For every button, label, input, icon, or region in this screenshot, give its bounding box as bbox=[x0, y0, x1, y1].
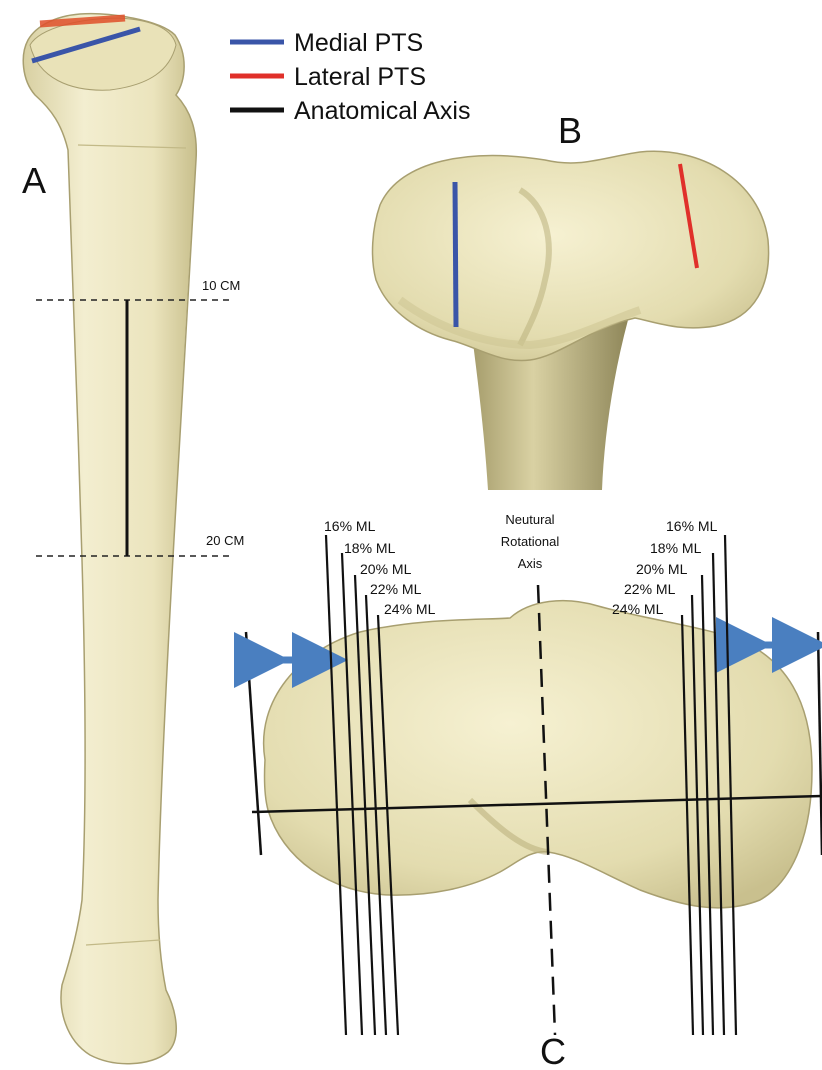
panel-c-section: 16% ML 18% ML 20% ML 22% ML 24% ML 16% M… bbox=[246, 512, 822, 1070]
panel-letter-b: B bbox=[558, 110, 582, 151]
rotational-axis-label-line3: Axis bbox=[518, 556, 543, 571]
marker-10cm-label: 10 CM bbox=[202, 278, 240, 293]
right-border-line bbox=[818, 632, 822, 855]
legend-label-axis: Anatomical Axis bbox=[294, 97, 470, 125]
left-ml-label-20: 20% ML bbox=[360, 561, 412, 577]
left-border-line bbox=[246, 632, 261, 855]
right-ml-label-22: 22% ML bbox=[624, 581, 676, 597]
marker-20cm-label: 20 CM bbox=[206, 533, 244, 548]
panel-a-tibia: 10 CM 20 CM A bbox=[22, 14, 244, 1064]
legend-label-lateral: Lateral PTS bbox=[294, 63, 426, 91]
panel-b-plateau: B bbox=[373, 110, 769, 490]
left-ml-label-16: 16% ML bbox=[324, 518, 376, 534]
tibia-bone-shape bbox=[23, 14, 196, 1064]
rotational-axis-label-line2: Rotational bbox=[501, 534, 560, 549]
right-ml-label-24: 24% ML bbox=[612, 601, 664, 617]
left-ml-label-22: 22% ML bbox=[370, 581, 422, 597]
rotational-axis-label-line1: Neutural bbox=[505, 512, 554, 527]
legend-label-medial: Medial PTS bbox=[294, 29, 423, 57]
legend: Medial PTS Lateral PTS Anatomical Axis bbox=[230, 29, 470, 125]
right-ml-label-18: 18% ML bbox=[650, 540, 702, 556]
right-ml-label-20: 20% ML bbox=[636, 561, 688, 577]
panel-letter-a: A bbox=[22, 160, 46, 201]
medial-pts-line-b bbox=[455, 182, 456, 327]
panel-letter-c: C bbox=[540, 1031, 566, 1070]
right-ml-label-16: 16% ML bbox=[666, 518, 718, 534]
left-ml-label-18: 18% ML bbox=[344, 540, 396, 556]
tibia-plateau-top-b bbox=[373, 151, 769, 360]
left-ml-label-24: 24% ML bbox=[384, 601, 436, 617]
